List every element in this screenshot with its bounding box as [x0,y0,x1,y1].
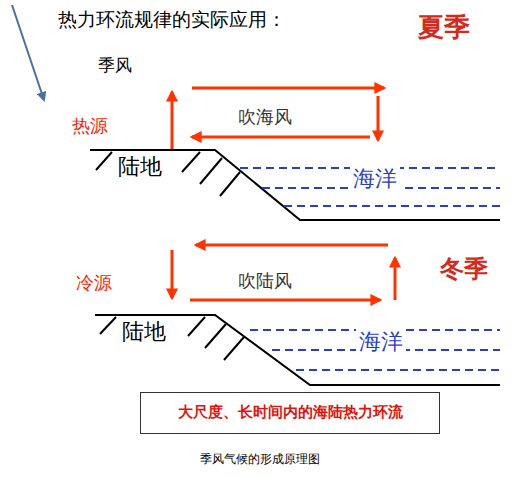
heading-label: 季风 [98,55,132,75]
summer-land [90,150,500,220]
winter-land [95,315,500,385]
upper-flow-arrow [196,244,388,247]
hatch [96,152,112,170]
water-line [284,205,500,207]
pointer-arrow [12,5,44,100]
wind-label: 吹陆风 [238,270,292,292]
season-label: 夏季 [418,12,470,43]
wind-label: 吹海风 [238,106,292,128]
sea-label: 海洋 [350,166,400,192]
upper-flow-arrow [192,87,384,90]
title: 热力环流规律的实际应用： [58,8,286,31]
sinking-air-arrow [171,250,174,298]
hatch [200,158,222,184]
hatch [188,317,205,336]
hatch [100,317,116,334]
land-label: 陆地 [118,154,162,180]
rising-air-arrow [394,258,397,300]
hatch [205,324,226,348]
winter-sea [250,330,500,370]
coastline [95,315,500,385]
coastline [90,150,500,220]
box-text: 大尺度、长时间内的海陆热力环流 [157,403,423,423]
hatch [182,152,200,172]
sinking-air-arrow [377,96,380,140]
water-line [296,369,500,371]
sea-label: 海洋 [356,329,406,355]
land-breeze-arrow [190,299,380,302]
season-label: 冬季 [440,255,488,284]
land-label: 陆地 [122,319,166,345]
source-label: 冷源 [76,272,112,294]
summary-box: 大尺度、长时间内的海陆热力环流 [140,392,440,434]
hatch [220,172,240,196]
sea-breeze-arrow [192,136,370,139]
hatch [224,337,244,360]
rising-air-arrow [171,92,174,150]
source-label: 热源 [72,115,108,137]
caption: 季风气候的形成原理图 [200,452,320,466]
winter-circulation [172,245,395,300]
summer-circulation [172,88,384,150]
